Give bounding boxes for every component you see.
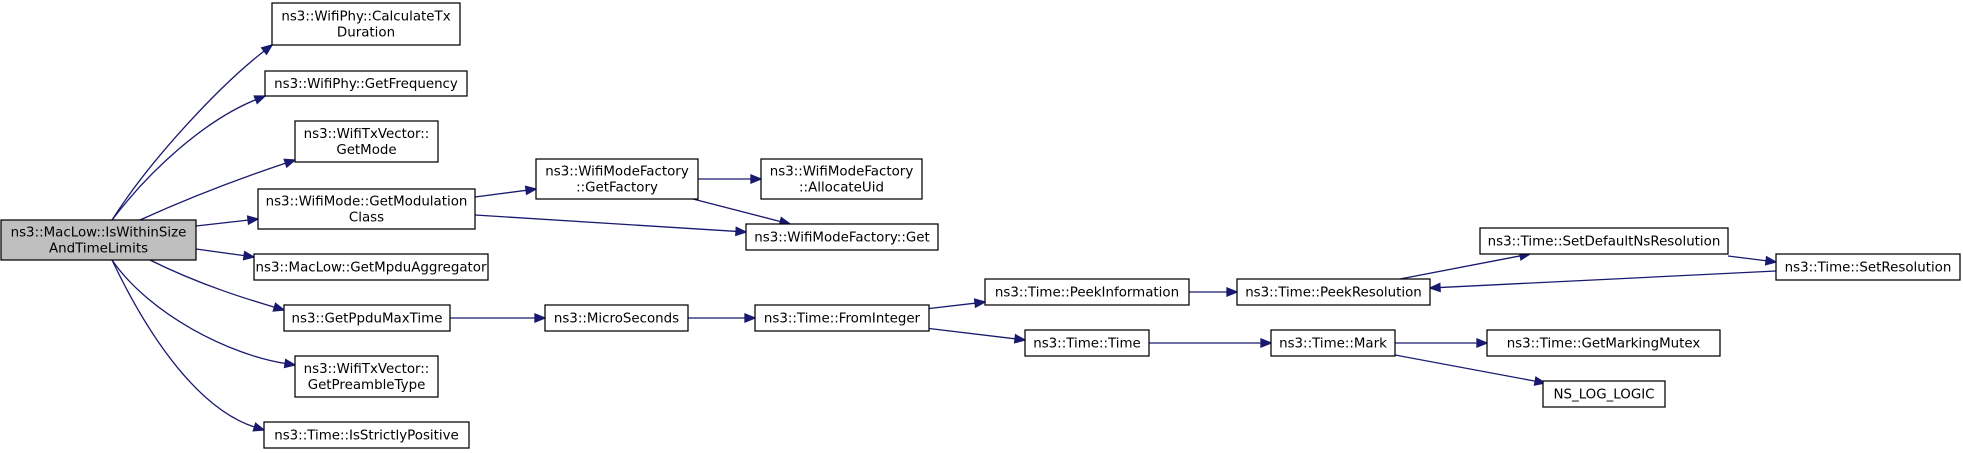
edge-root-to-strictly_pos — [111, 259, 266, 432]
node-get-freq[interactable]: ns3::WifiPhy::GetFrequency — [264, 70, 468, 97]
node-label-line: ns3::MacLow::GetMpduAggregator — [256, 261, 487, 276]
node-label-line: ns3::Time::SetDefaultNsResolution — [1488, 235, 1721, 250]
edge-root-to-get_preamble — [111, 259, 297, 369]
node-allocate-uid[interactable]: ns3::WifiModeFactory::AllocateUid — [760, 158, 923, 200]
node-label-line: ns3::GetPpduMaxTime — [292, 312, 443, 327]
node-factory-get[interactable]: ns3::WifiModeFactory::Get — [745, 223, 939, 251]
edge-from_integer-to-time_ctor — [924, 327, 1027, 344]
node-label-line: ns3::Time::PeekInformation — [995, 286, 1179, 301]
node-label-line: ns3::WifiModeFactory::Get — [754, 231, 929, 246]
node-label-line: Class — [349, 211, 384, 226]
node-label-line: ns3::Time::IsStrictlyPositive — [274, 429, 459, 444]
node-label-line: GetMode — [336, 143, 396, 158]
edge-root-to-calc_tx — [111, 43, 274, 221]
node-label-line: ::GetFactory — [576, 181, 658, 196]
node-label-line: ns3::WifiTxVector:: — [304, 362, 430, 377]
edge-microseconds-to-from_integer — [688, 313, 757, 323]
edge-root-to-get_mode — [139, 158, 297, 221]
edge-root-to-get_ppdu_max — [149, 259, 286, 312]
node-label-line: ns3::MacLow::IsWithinSize — [11, 226, 187, 241]
node-get-mpdu-agg[interactable]: ns3::MacLow::GetMpduAggregator — [253, 253, 489, 281]
edge-set_default_ns-to-set_resolution — [1727, 255, 1778, 266]
edge-root-to-get_mod_class — [195, 215, 260, 227]
edge-get_factory-to-allocate_uid — [698, 174, 763, 184]
node-set-resolution[interactable]: ns3::Time::SetResolution — [1775, 253, 1961, 281]
node-label-line: ns3::WifiPhy::CalculateTx — [281, 10, 450, 25]
node-label-line: ns3::MicroSeconds — [554, 312, 679, 327]
edge-get_mod_class-to-factory_get — [474, 214, 748, 237]
edges-layer — [111, 43, 1778, 432]
edge-get_factory-to-factory_get — [692, 198, 792, 227]
node-get-preamble[interactable]: ns3::WifiTxVector::GetPreambleType — [294, 355, 439, 398]
node-label-line: ns3::Time::SetResolution — [1785, 261, 1952, 276]
node-get-marking-mutex[interactable]: ns3::Time::GetMarkingMutex — [1486, 329, 1721, 357]
edge-mark-to-get_marking_mutex — [1395, 338, 1489, 348]
node-label-line: ns3::Time::Time — [1033, 337, 1141, 352]
edge-mark-to-ns_log_logic — [1394, 354, 1547, 386]
node-strictly-pos[interactable]: ns3::Time::IsStrictlyPositive — [263, 421, 470, 449]
edge-time_ctor-to-mark — [1149, 338, 1273, 348]
node-get-ppdu-max[interactable]: ns3::GetPpduMaxTime — [283, 304, 451, 332]
edge-peek_info-to-peek_res — [1189, 287, 1239, 297]
edge-set_resolution-to-peek_res — [1428, 270, 1777, 293]
node-label-line: NS_LOG_LOGIC — [1553, 388, 1654, 403]
node-label-line: AndTimeLimits — [49, 242, 148, 257]
node-label-line: ns3::Time::Mark — [1279, 337, 1387, 352]
node-time-ctor[interactable]: ns3::Time::Time — [1024, 329, 1150, 357]
node-peek-res[interactable]: ns3::Time::PeekResolution — [1236, 278, 1431, 306]
node-label-line: ::AllocateUid — [799, 181, 884, 196]
edge-from_integer-to-peek_info — [924, 298, 987, 310]
node-label-line: GetPreambleType — [308, 378, 426, 393]
edge-root-to-get_freq — [111, 95, 267, 221]
node-label-line: ns3::WifiPhy::GetFrequency — [274, 77, 458, 92]
edge-get_mod_class-to-get_factory — [474, 185, 538, 198]
node-set-default-ns[interactable]: ns3::Time::SetDefaultNsResolution — [1479, 227, 1729, 255]
edge-root-to-get_mpdu_agg — [195, 248, 256, 261]
node-label-line: Duration — [337, 26, 395, 41]
node-label-line: ns3::Time::FromInteger — [764, 312, 921, 327]
node-label-line: ns3::WifiTxVector:: — [304, 127, 430, 142]
node-label-line: ns3::WifiMode::GetModulation — [266, 195, 468, 210]
node-peek-info[interactable]: ns3::Time::PeekInformation — [984, 278, 1190, 306]
node-label-line: ns3::WifiModeFactory — [770, 165, 914, 180]
node-microseconds[interactable]: ns3::MicroSeconds — [544, 304, 689, 332]
node-mark[interactable]: ns3::Time::Mark — [1270, 329, 1396, 357]
node-ns-log-logic[interactable]: NS_LOG_LOGIC — [1542, 380, 1666, 408]
node-label-line: ns3::Time::PeekResolution — [1245, 286, 1422, 301]
edge-peek_res-to-set_default_ns — [1399, 251, 1532, 280]
node-get-factory[interactable]: ns3::WifiModeFactory::GetFactory — [535, 158, 699, 200]
node-from-integer[interactable]: ns3::Time::FromInteger — [754, 304, 930, 332]
node-get-mode[interactable]: ns3::WifiTxVector::GetMode — [294, 120, 439, 163]
node-label-line: ns3::Time::GetMarkingMutex — [1507, 337, 1701, 352]
edge-get_ppdu_max-to-microseconds — [450, 313, 547, 323]
node-label-line: ns3::WifiModeFactory — [545, 165, 689, 180]
